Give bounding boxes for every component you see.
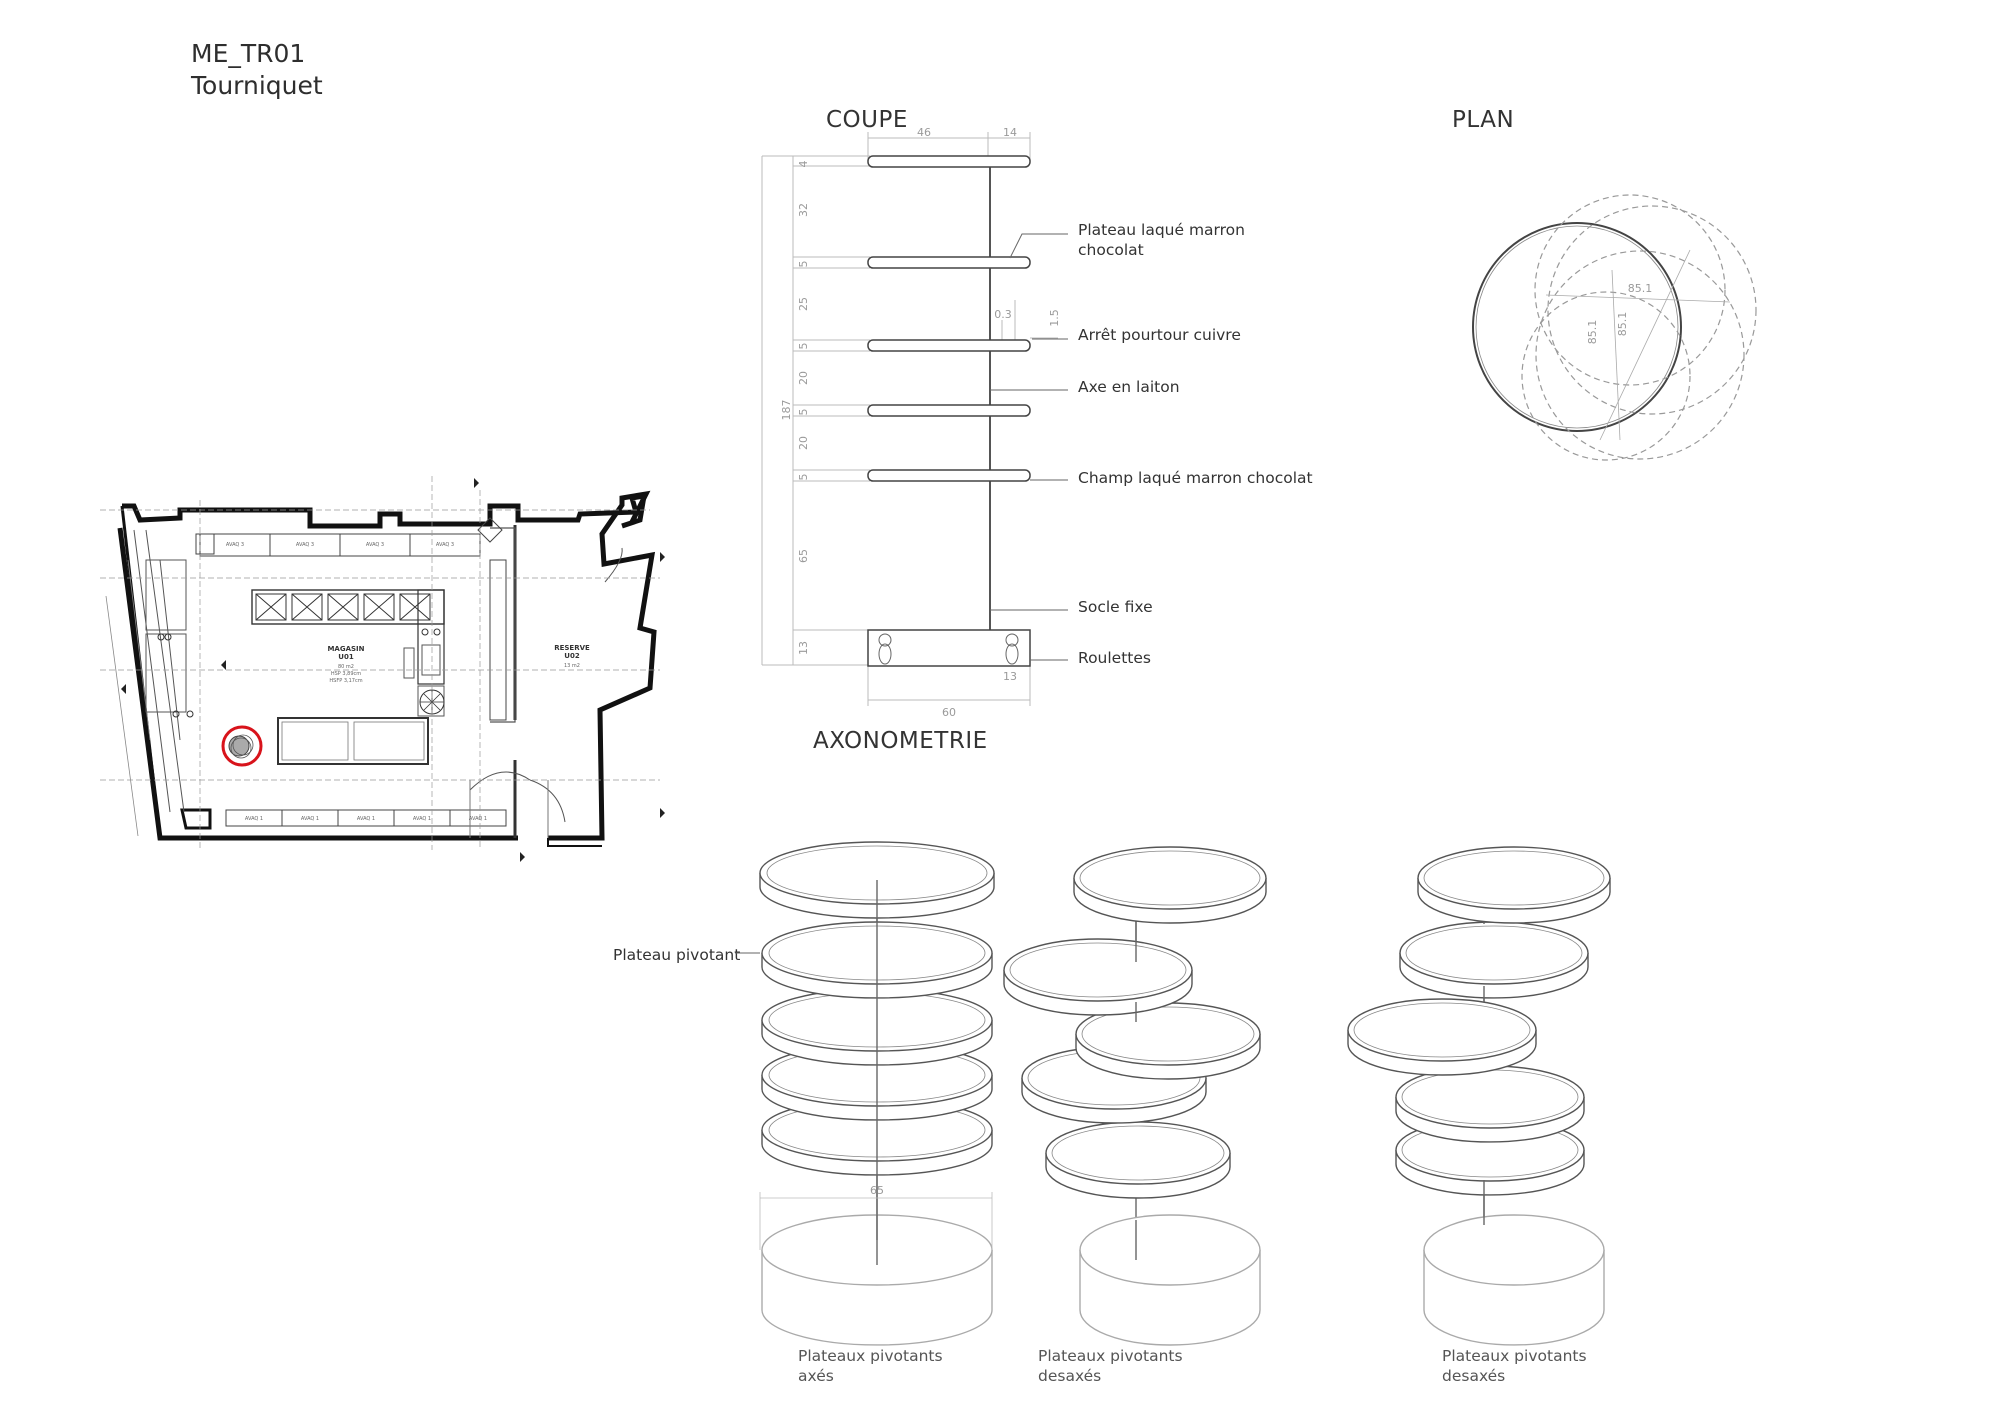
floor-plan-bottom-label: AVAQ 1 — [357, 816, 375, 822]
svg-text:13: 13 — [797, 641, 810, 655]
floor-plan-reserve-code: U02 — [564, 652, 580, 660]
caption-axes: Plateaux pivotants axés — [798, 1347, 943, 1385]
section-title-axonometrie: AXONOMETRIE — [813, 728, 988, 754]
svg-text:5: 5 — [797, 409, 810, 416]
floor-plan-shelf-label: AVAQ 3 — [436, 542, 454, 548]
floor-plan-reserve-area: 13 m2 — [564, 663, 580, 669]
svg-text:32: 32 — [797, 203, 810, 217]
annotation-axe-laiton: Axe en laiton — [1078, 378, 1180, 396]
svg-text:0.3: 0.3 — [994, 308, 1012, 321]
svg-text:85.1: 85.1 — [1616, 312, 1629, 337]
svg-text:187: 187 — [780, 400, 793, 421]
floor-plan-shelf-label: AVAQ 3 — [226, 542, 244, 548]
svg-text:20: 20 — [797, 371, 810, 385]
axo-dimension-label: 65 — [870, 1184, 884, 1197]
svg-text:4: 4 — [797, 161, 810, 168]
sheet-name: Tourniquet — [191, 71, 323, 100]
annotation-arret-pourtour: Arrêt pourtour cuivre — [1078, 326, 1241, 344]
svg-text:5: 5 — [797, 474, 810, 481]
svg-text:5: 5 — [797, 261, 810, 268]
annotation-champ-laque: Champ laqué marron chocolat — [1078, 469, 1313, 487]
coupe-dimension-labels: 46 14 60 13 187 4 32 5 25 5 20 5 20 5 65… — [780, 126, 1061, 719]
floor-plan-bottom-label: AVAQ 1 — [245, 816, 263, 822]
svg-text:65: 65 — [797, 549, 810, 563]
axo-assembly-desaxes-2 — [1347, 846, 1611, 1346]
svg-text:1.5: 1.5 — [1048, 309, 1061, 327]
svg-text:46: 46 — [917, 126, 931, 139]
floor-plan-shop-hsfp: HSFP 3,17cm — [329, 678, 362, 684]
svg-text:14: 14 — [1003, 126, 1017, 139]
axo-assembly-desaxes-1 — [1003, 846, 1267, 1346]
axo-assembly-axes — [735, 841, 995, 1346]
floor-plan-bottom-label: AVAQ 1 — [469, 816, 487, 822]
svg-text:25: 25 — [797, 297, 810, 311]
svg-text:13: 13 — [1003, 670, 1017, 683]
floor-plan-shelf-label: AVAQ 3 — [296, 542, 314, 548]
sheet-code: ME_TR01 — [191, 39, 306, 68]
floor-plan-bottom-label: AVAQ 1 — [413, 816, 431, 822]
section-title-coupe: COUPE — [826, 107, 908, 133]
annotation-socle-fixe: Socle fixe — [1078, 598, 1153, 616]
floor-plan-shop-area: 80 m2 — [338, 664, 354, 670]
caption-desaxes-2: Plateaux pivotants desaxés — [1442, 1347, 1587, 1385]
coupe-drawing: 46 14 60 13 187 4 32 5 25 5 20 5 20 5 65… — [761, 126, 1068, 719]
svg-text:20: 20 — [797, 436, 810, 450]
floor-plan: MAGASIN U01 80 m2 HSP 3,89cm HSFP 3,17cm… — [100, 476, 665, 862]
floor-plan-bottom-label: AVAQ 1 — [301, 816, 319, 822]
plan-drawing: 85.1 85.1 85.1 — [1472, 194, 1757, 461]
svg-text:60: 60 — [942, 706, 956, 719]
annotation-plateau-laque: Plateau laqué marron chocolat — [1078, 221, 1245, 259]
floor-plan-shelf-label: AVAQ 3 — [366, 542, 384, 548]
svg-text:85.1: 85.1 — [1628, 282, 1653, 295]
plan-dimension-labels: 85.1 85.1 85.1 — [1586, 282, 1652, 344]
tourniquet-location-marker — [221, 725, 263, 767]
annotation-plateau-pivotant: Plateau pivotant — [613, 946, 741, 964]
floor-plan-reserve-name: RESERVE — [554, 644, 590, 652]
floor-plan-shop-code: U01 — [338, 653, 354, 661]
svg-text:5: 5 — [797, 343, 810, 350]
caption-desaxes-1: Plateaux pivotants desaxés — [1038, 1347, 1183, 1385]
floor-plan-shop-name: MAGASIN — [327, 645, 364, 653]
svg-text:85.1: 85.1 — [1586, 320, 1599, 345]
annotation-roulettes: Roulettes — [1078, 649, 1151, 667]
floor-plan-shop-hsp: HSP 3,89cm — [331, 671, 361, 677]
section-title-plan: PLAN — [1452, 107, 1515, 133]
